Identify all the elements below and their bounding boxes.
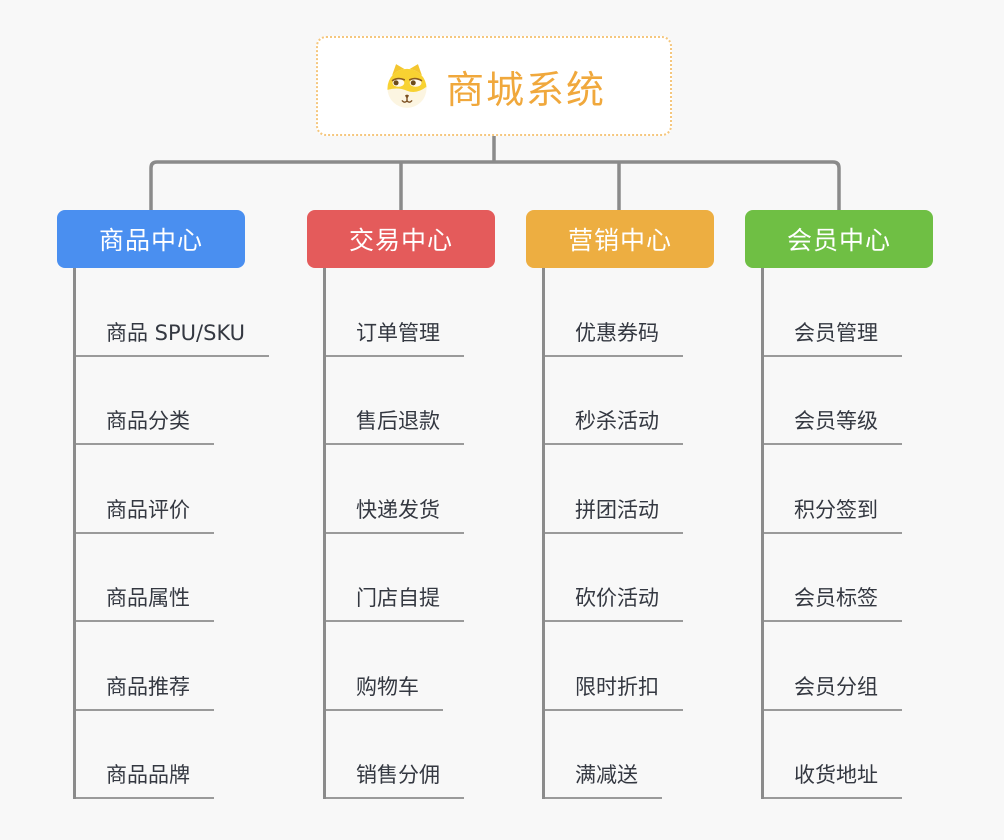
leaf-item: 会员等级 [764,357,933,445]
leaf-item: 订单管理 [326,268,495,357]
leaf-item: 商品 SPU/SKU [76,268,270,357]
leaf-topic[interactable]: 会员管理 [764,317,902,357]
leaf-topic[interactable]: 商品评价 [76,494,214,534]
leaf-topic[interactable]: 会员分组 [764,671,902,711]
branch-node-trade-center[interactable]: 交易中心 [307,210,495,268]
leaf-item: 会员分组 [764,622,933,711]
leaf-topic[interactable]: 收货地址 [764,759,902,799]
root-node[interactable]: 商城系统 [316,36,672,136]
leaf-topic[interactable]: 销售分佣 [326,759,464,799]
root-title: 商城系统 [445,67,606,112]
leaf-topic[interactable]: 快递发货 [326,494,464,534]
leaf-item: 商品分类 [76,357,269,445]
leaf-item: 会员标签 [764,534,933,622]
leaf-item: 销售分佣 [326,711,495,799]
leaf-topic[interactable]: 满减送 [545,759,662,799]
branch-member-center: 会员中心 会员管理 会员等级 积分签到 会员标签 会员分组 收货地址 [745,210,933,799]
leaf-list-member: 会员管理 会员等级 积分签到 会员标签 会员分组 收货地址 [761,268,933,799]
leaf-topic[interactable]: 商品推荐 [76,671,214,711]
leaf-topic[interactable]: 售后退款 [326,405,464,445]
leaf-list-marketing: 优惠券码 秒杀活动 拼团活动 砍价活动 限时折扣 满减送 [542,268,714,799]
leaf-item: 收货地址 [764,711,933,799]
leaf-item: 限时折扣 [545,622,714,711]
leaf-topic[interactable]: 商品品牌 [76,759,214,799]
leaf-list-product: 商品 SPU/SKU 商品分类 商品评价 商品属性 商品推荐 商品品牌 [73,268,270,799]
leaf-topic[interactable]: 会员标签 [764,582,902,622]
leaf-item: 售后退款 [326,357,495,445]
branch-node-member-center[interactable]: 会员中心 [745,210,933,268]
leaf-item: 积分签到 [764,445,933,534]
leaf-topic[interactable]: 订单管理 [326,317,464,357]
leaf-item: 快递发货 [326,445,495,534]
leaf-item: 购物车 [326,622,495,711]
leaf-topic[interactable]: 商品属性 [76,582,214,622]
leaf-item: 优惠券码 [545,268,714,357]
branch-node-product-center[interactable]: 商品中心 [57,210,245,268]
leaf-topic[interactable]: 会员等级 [764,405,902,445]
leaf-topic[interactable]: 积分签到 [764,494,902,534]
leaf-item: 商品属性 [76,534,269,622]
leaf-item: 满减送 [545,711,714,799]
leaf-item: 砍价活动 [545,534,714,622]
branch-node-marketing-center[interactable]: 营销中心 [526,210,714,268]
dog-face-icon [382,61,432,111]
leaf-item: 拼团活动 [545,445,714,534]
branch-marketing-center: 营销中心 优惠券码 秒杀活动 拼团活动 砍价活动 限时折扣 满减送 [526,210,714,799]
leaf-topic[interactable]: 限时折扣 [545,671,683,711]
leaf-item: 商品评价 [76,445,269,534]
leaf-topic[interactable]: 拼团活动 [545,494,683,534]
leaf-item: 商品品牌 [76,711,269,799]
branch-trade-center: 交易中心 订单管理 售后退款 快递发货 门店自提 购物车 销售分佣 [307,210,495,799]
leaf-topic[interactable]: 砍价活动 [545,582,683,622]
branch-product-center: 商品中心 商品 SPU/SKU 商品分类 商品评价 商品属性 商品推荐 商品品牌 [57,210,270,799]
leaf-item: 门店自提 [326,534,495,622]
leaf-topic[interactable]: 优惠券码 [545,317,683,357]
leaf-topic[interactable]: 商品分类 [76,405,214,445]
leaf-topic[interactable]: 购物车 [326,671,443,711]
leaf-topic[interactable]: 门店自提 [326,582,464,622]
leaf-list-trade: 订单管理 售后退款 快递发货 门店自提 购物车 销售分佣 [323,268,495,799]
leaf-topic[interactable]: 商品 SPU/SKU [76,317,270,357]
leaf-topic[interactable]: 秒杀活动 [545,405,683,445]
leaf-item: 会员管理 [764,268,933,357]
leaf-item: 商品推荐 [76,622,269,711]
leaf-item: 秒杀活动 [545,357,714,445]
